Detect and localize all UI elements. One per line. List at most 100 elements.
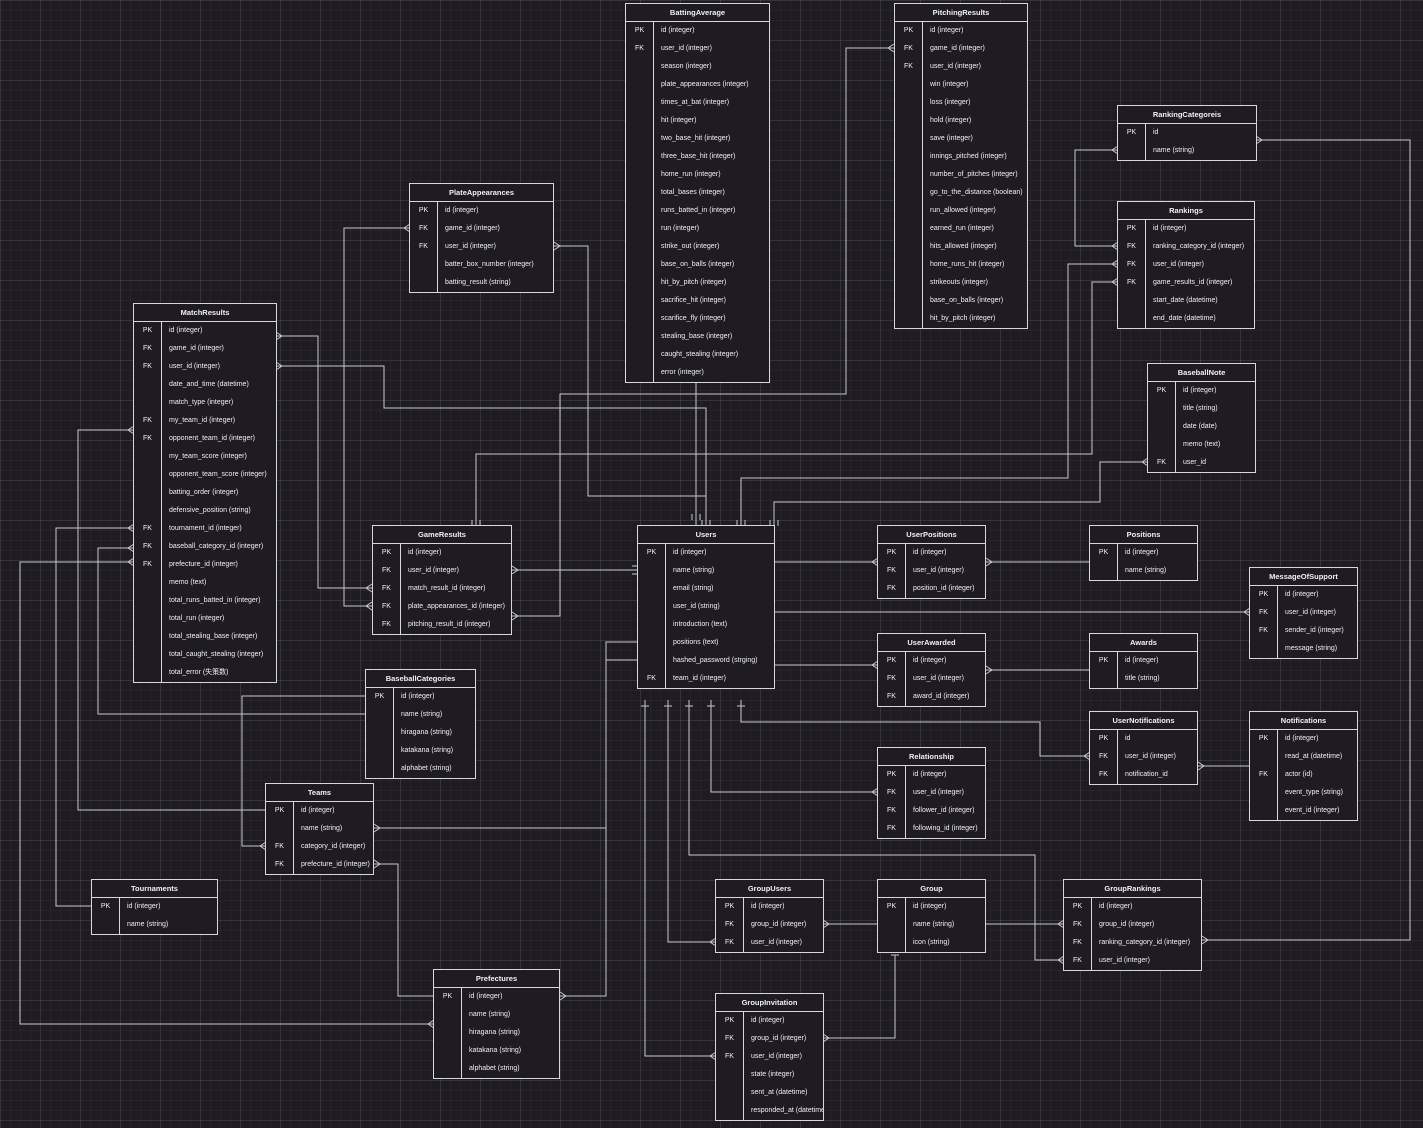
attribute-name: pitching_result_id (integer) [408,621,491,628]
key-type: FK [410,238,438,256]
key-type: FK [373,580,401,598]
key-type [626,292,654,310]
attribute-name: id (integer) [1153,225,1187,232]
key-type [434,1060,462,1078]
key-type [895,256,923,274]
attribute-name: id (integer) [127,903,161,910]
entity-title: Relationship [878,748,985,766]
attribute-row: name (string) [366,706,475,724]
attribute-name: id (integer) [445,207,479,214]
key-type [434,1024,462,1042]
attribute-name: match_type (integer) [169,399,234,406]
key-type [895,274,923,292]
attribute-row: go_to_the_distance (boolean) [895,184,1027,202]
attribute-name: batter_box_number (integer) [445,261,534,268]
key-type [878,916,906,934]
edge-match-to-gameresults [276,335,372,589]
key-type: PK [878,652,906,670]
key-type: FK [626,40,654,58]
key-type: FK [134,358,162,376]
key-type [626,58,654,76]
entity-title: Group [878,880,985,898]
attribute-name: name (string) [301,825,343,832]
attribute-name: win (integer) [930,81,969,88]
key-type [895,94,923,112]
attribute-row: memo (text) [1148,436,1255,454]
attribute-row: save (integer) [895,130,1027,148]
attribute-row: sacrifice_hit (integer) [626,292,769,310]
attribute-name: runs_batted_in (integer) [661,207,736,214]
attribute-row: caught_stealing (integer) [626,346,769,364]
entity-title: UserNotifications [1090,712,1197,730]
edge-plate-to-gameresults [343,227,410,607]
attribute-name: id (integer) [913,657,947,664]
attribute-row: strikeouts (integer) [895,274,1027,292]
attribute-name: user_id (integer) [1153,261,1204,268]
attribute-name: memo (text) [169,579,207,586]
key-type [134,448,162,466]
key-type [366,760,394,778]
attribute-row: total_error (失策数) [134,664,276,682]
attribute-name: hiragana (string) [469,1029,520,1036]
key-type: FK [410,220,438,238]
attribute-row: total_runs_batted_in (integer) [134,592,276,610]
attribute-name: date_and_time (datetime) [169,381,249,388]
key-type: FK [373,562,401,580]
key-type: PK [373,544,401,562]
attribute-name: category_id (integer) [301,843,366,850]
key-type: PK [1148,382,1176,400]
key-type: FK [878,802,906,820]
key-type: FK [266,856,294,874]
key-type: FK [895,58,923,76]
attribute-name: tournament_id (integer) [169,525,242,532]
attribute-name: home_runs_hit (integer) [930,261,1005,268]
key-type: FK [878,670,906,688]
attribute-name: earned_run (integer) [930,225,994,232]
entity-title: Users [638,526,774,544]
attribute-name: game_id (integer) [169,345,224,352]
key-type: FK [1250,622,1278,640]
edge-teams-prefectures [374,863,434,997]
key-type: PK [878,766,906,784]
key-type: FK [878,580,906,598]
attribute-row: hiragana (string) [434,1024,559,1042]
key-type: FK [1090,766,1118,784]
attribute-name: hit (integer) [661,117,697,124]
attribute-name: innings_pitched (integer) [930,153,1007,160]
attribute-name: base_on_balls (integer) [661,261,735,268]
attribute-row: state (integer) [716,1066,823,1084]
